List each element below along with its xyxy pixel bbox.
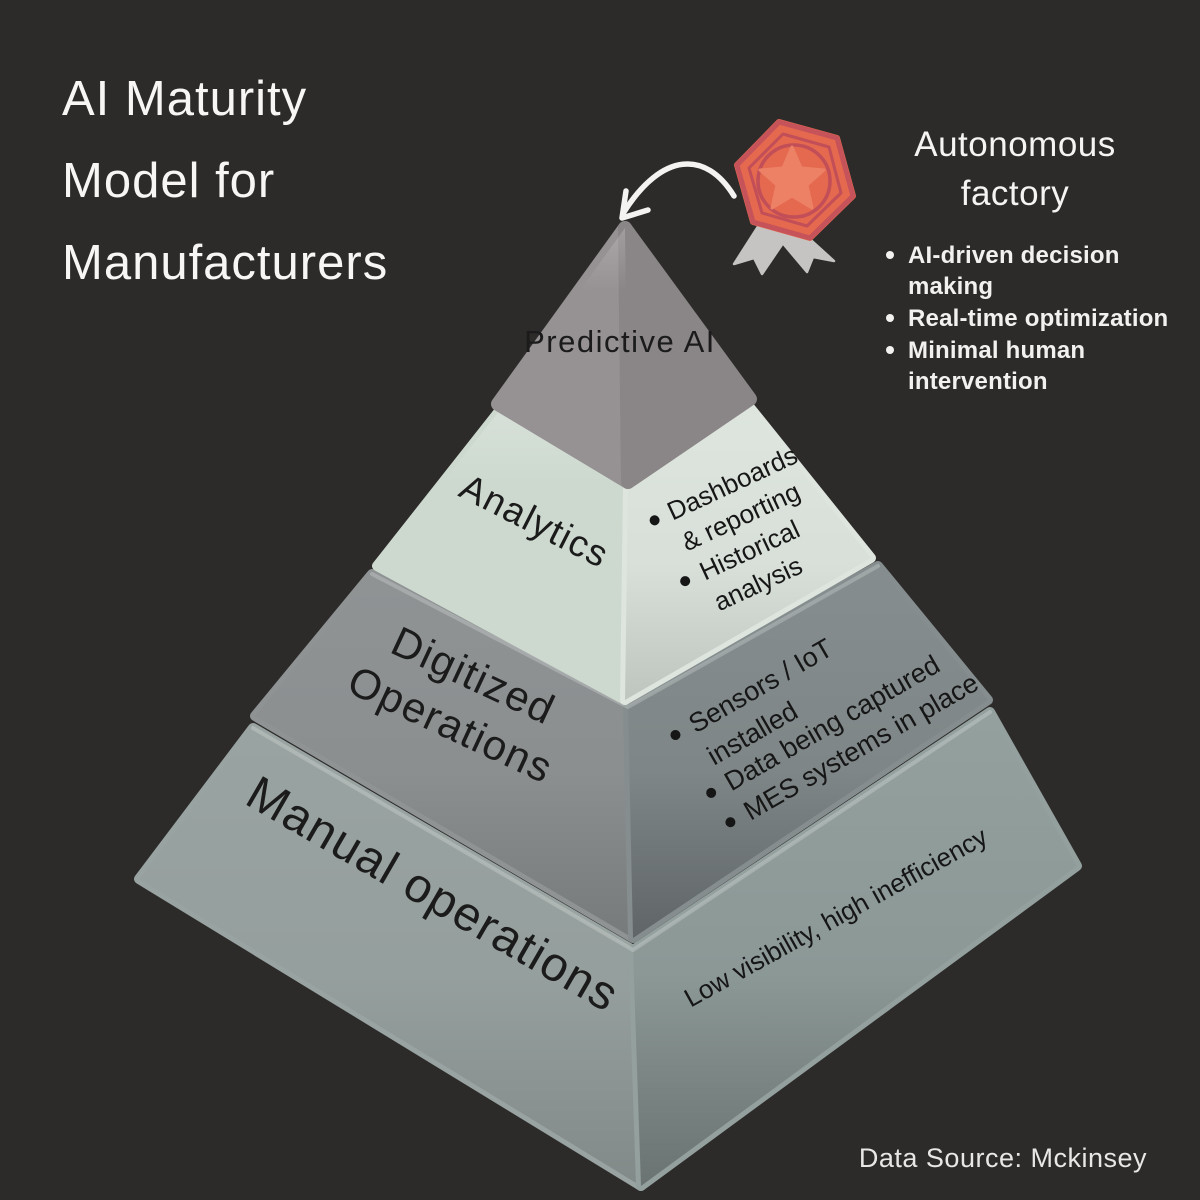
page-title: AI Maturity Model for Manufacturers: [62, 58, 388, 304]
analytics-right-face-shade: [625, 405, 871, 700]
callout-bullet-item: AI-driven decision making: [886, 240, 1178, 302]
callout-heading: Autonomous factory: [858, 120, 1172, 218]
manual-top-edge-highlight: [251, 710, 992, 953]
digitized-top-edge-highlight: [370, 564, 880, 710]
digitized-left-face-shade: [255, 574, 633, 938]
callout-arrow: [619, 161, 737, 221]
badge-inner-circle: [756, 143, 832, 219]
callout-bullet-3-line-1: Minimal human: [908, 337, 1086, 364]
callout-bullet-3-line-2: intervention: [908, 368, 1048, 395]
callout-heading-line-1: Autonomous: [914, 125, 1116, 164]
bullet-dot: [649, 515, 660, 526]
badge-body-rim: [734, 119, 856, 241]
manual-right-face-shade: [633, 712, 1077, 1186]
digitized-right-face-shade: [628, 566, 988, 938]
title-line-2: Model for: [62, 154, 276, 208]
predictive-ai-label: Predictive AI: [524, 324, 716, 359]
callout-heading-line-2: factory: [960, 174, 1070, 213]
manual-left-face-shade: [139, 728, 641, 1186]
award-medal-icon: [732, 119, 856, 276]
analytics-left-face-shine: [377, 410, 628, 700]
apex-shine: [498, 228, 628, 482]
title-line-3: Manufacturers: [62, 236, 389, 290]
title-line-1: AI Maturity: [62, 72, 308, 126]
bullet-dot: [680, 576, 691, 587]
data-source-note: Data Source: Mckinsey: [858, 1143, 1147, 1173]
callout-bullet-item: Real-time optimization: [886, 303, 1178, 334]
arrow-curve: [621, 161, 737, 215]
pyramid-layer-digitized-operations: Digitized Operations Sensors / IoT insta…: [250, 561, 993, 943]
bullet-dot: [886, 346, 908, 354]
callout-bullet-2-line-1: Real-time optimization: [908, 305, 1169, 332]
bullet-dot: [886, 251, 908, 259]
pyramid-layer-analytics: Analytics Dashboards & reporting Histori…: [372, 400, 876, 705]
callout-bullet-1-line-2: making: [908, 273, 994, 300]
bullet-dot: [725, 817, 736, 828]
badge-star: [758, 145, 826, 210]
callout-bullet-item: Minimal human intervention: [886, 335, 1178, 397]
bullet-dot: [670, 730, 681, 740]
callout-bullet-list: AI-driven decision making Real-time opti…: [886, 240, 1178, 398]
callout-bullet-1-line-1: AI-driven decision: [908, 242, 1120, 269]
badge-inner-hexagon: [747, 132, 843, 228]
arrow-head: [619, 188, 651, 221]
bullet-dot: [706, 787, 717, 798]
pyramid-layer-predictive-ai: Predictive AI: [491, 221, 757, 489]
bullet-dot: [886, 314, 908, 322]
